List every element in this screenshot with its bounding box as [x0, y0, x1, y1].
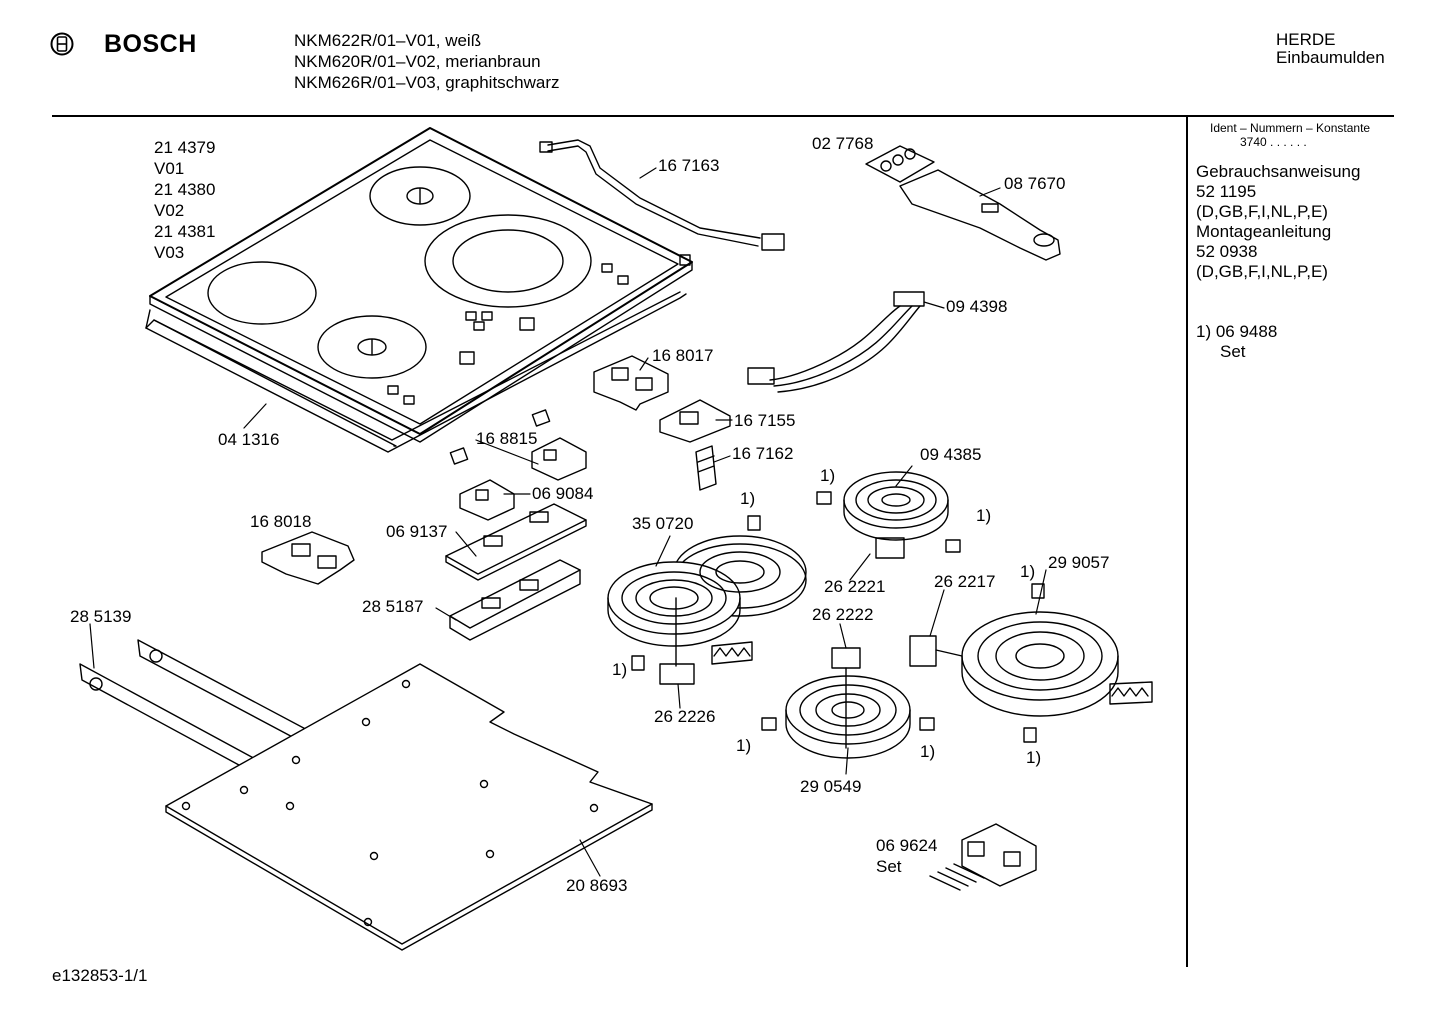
label-footnote-1: 1)	[820, 466, 836, 485]
label-v02: V02	[154, 201, 185, 220]
label-285139: 28 5139	[70, 607, 132, 626]
label-285187: 28 5187	[362, 597, 424, 616]
label-069084: 06 9084	[532, 484, 594, 503]
model-line-1: NKM622R/01–V01, weiß	[294, 31, 482, 50]
label-167155: 16 7155	[734, 411, 796, 430]
hob-seal-frame	[145, 291, 687, 453]
label-299057: 29 9057	[1048, 553, 1110, 572]
konstante-value: 3740 . . . . . .	[1240, 135, 1307, 149]
category-herde: HERDE	[1276, 30, 1336, 49]
label-041316: 04 1316	[218, 430, 280, 449]
document-id: e132853-1/1	[52, 966, 148, 985]
sidebar-line: 52 0938	[1196, 242, 1258, 261]
header-divider	[52, 115, 1394, 117]
sidebar-divider	[1186, 117, 1188, 967]
label-214381: 21 4381	[154, 222, 216, 241]
label-167162: 16 7162	[732, 444, 794, 463]
heating-element-094385	[843, 471, 949, 559]
cover-plate-069137	[445, 503, 587, 581]
dual-heating-element-350720	[607, 535, 807, 685]
label-168018: 16 8018	[250, 512, 312, 531]
label-290549: 29 0549	[800, 777, 862, 796]
sidebar-line: (D,GB,F,I,NL,P,E)	[1196, 202, 1328, 221]
ident-header: Ident – Nummern – Konstante	[1210, 121, 1371, 135]
label-footnote-1: 1)	[1026, 748, 1042, 767]
label-350720: 35 0720	[632, 514, 694, 533]
label-262222: 26 2222	[812, 605, 874, 624]
control-board-167155	[659, 399, 731, 443]
mounting-clips	[631, 491, 1045, 743]
ribbon-cable-094398	[747, 291, 925, 393]
label-168815: 16 8815	[476, 429, 538, 448]
label-168017: 16 8017	[652, 346, 714, 365]
label-094385: 09 4385	[920, 445, 982, 464]
model-line-3: NKM626R/01–V03, graphitschwarz	[294, 73, 560, 92]
label-footnote-1: 1)	[976, 506, 992, 525]
cable-167163	[539, 139, 785, 251]
brand-name: BOSCH	[104, 30, 197, 58]
bottom-plate-208693	[165, 663, 653, 951]
label-footnote-1: 1)	[736, 736, 752, 755]
footnote-number: 1) 06 9488	[1196, 322, 1278, 341]
label-214380: 21 4380	[154, 180, 216, 199]
hob-glass-top	[149, 127, 693, 443]
housing-285187	[449, 559, 581, 641]
label-094398: 09 4398	[946, 297, 1008, 316]
label-v01: V01	[154, 159, 185, 178]
control-board-168017	[593, 355, 669, 411]
heating-element-299057	[909, 611, 1153, 717]
label-208693: 20 8693	[566, 876, 628, 895]
label-262226: 26 2226	[654, 707, 716, 726]
label-087670: 08 7670	[1004, 174, 1066, 193]
label-262217: 26 2217	[934, 572, 996, 591]
label-069624: 06 9624	[876, 836, 938, 855]
terminal-set-069624	[929, 823, 1037, 891]
sidebar-line: Montageanleitung	[1196, 222, 1332, 241]
label-027768: 02 7768	[812, 134, 874, 153]
bosch-logo-icon	[50, 32, 74, 56]
label-262221: 26 2221	[824, 577, 886, 596]
label-footnote-1: 1)	[920, 742, 936, 761]
label-v03: V03	[154, 243, 185, 262]
connector-167162	[695, 445, 717, 491]
scraper-tool	[865, 145, 1061, 261]
footnote-set: Set	[1220, 342, 1246, 361]
sidebar-line: 52 1195	[1196, 182, 1257, 201]
leader-lines	[89, 167, 1047, 877]
label-footnote-1: 1)	[1020, 562, 1036, 581]
control-board-168018	[261, 531, 355, 585]
sidebar-line: Gebrauchsanweisung	[1196, 162, 1361, 181]
label-footnote-1: 1)	[612, 660, 628, 679]
sidebar-line: (D,GB,F,I,NL,P,E)	[1196, 262, 1328, 281]
label-set: Set	[876, 857, 902, 876]
heating-element-290549	[785, 647, 911, 759]
model-line-2: NKM620R/01–V02, merianbraun	[294, 52, 541, 71]
label-167163: 16 7163	[658, 156, 720, 175]
switch-module-069084	[459, 437, 587, 521]
label-214379: 21 4379	[154, 138, 216, 157]
label-069137: 06 9137	[386, 522, 448, 541]
label-footnote-1: 1)	[740, 489, 756, 508]
category-einbaumulden: Einbaumulden	[1276, 48, 1385, 67]
